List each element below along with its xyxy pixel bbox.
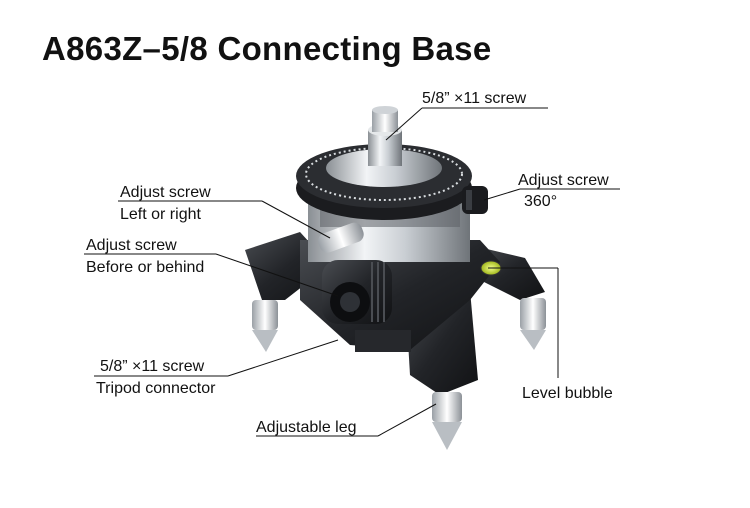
front-back-direction-label: Before or behind xyxy=(86,259,205,276)
front-back-knob xyxy=(322,260,392,324)
rotation-dial xyxy=(296,144,472,220)
top-screw-label: 5/8” ×11 screw xyxy=(422,90,527,107)
rotation-knob xyxy=(462,186,488,214)
rotation-screw-label: Adjust screw xyxy=(518,172,609,189)
callout-leader-lines xyxy=(84,107,620,437)
tripod-screw-label: 5/8” ×11 screw xyxy=(100,358,205,375)
left-right-screw xyxy=(318,222,364,253)
left-right-screw-label: Adjust screw xyxy=(120,184,211,201)
adjustable-feet xyxy=(252,298,546,450)
rotation-degrees-label: 360° xyxy=(524,193,558,210)
tripod-connector-label: Tripod connector xyxy=(96,380,216,397)
level-bubble-label: Level bubble xyxy=(522,385,613,402)
page-title: A863Z–5/8 Connecting Base xyxy=(42,30,492,67)
top-screw xyxy=(368,106,402,166)
front-back-screw-label: Adjust screw xyxy=(86,237,177,254)
left-right-direction-label: Left or right xyxy=(120,206,201,223)
tripod-connector xyxy=(355,330,411,352)
adjustable-leg-label: Adjustable leg xyxy=(256,419,357,436)
